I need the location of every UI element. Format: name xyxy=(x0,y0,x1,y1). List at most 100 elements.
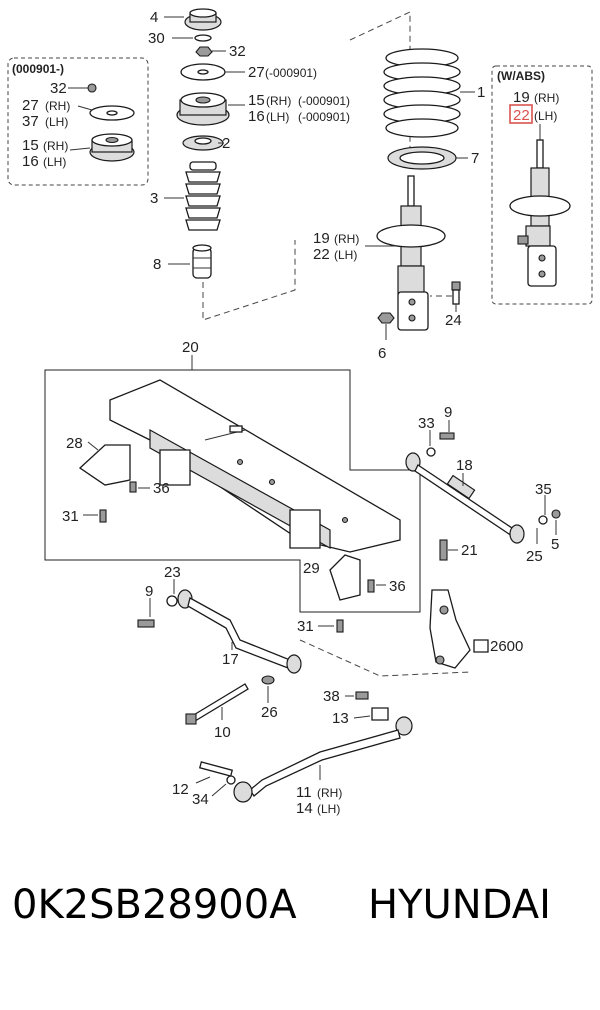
inset-right: (W/ABS) 19 (RH) 22 (LH) xyxy=(491,65,593,305)
callout-15-rh: (RH) xyxy=(43,139,68,153)
callout-25: 25 xyxy=(526,548,543,565)
crossmember-icon xyxy=(109,379,401,553)
lateral-link-icon xyxy=(405,452,525,544)
callout-19: 19 xyxy=(313,230,330,247)
nut-icon xyxy=(377,312,395,324)
highlight-box-22 xyxy=(509,104,533,124)
callout-9: 9 xyxy=(444,404,452,421)
callout-19-abs: 19 xyxy=(513,89,530,106)
callout-15-note: (-000901) xyxy=(298,94,350,108)
callout-15-rh: (RH) xyxy=(266,94,291,108)
crossmember-frame xyxy=(44,369,421,613)
bracket-icon xyxy=(329,554,361,601)
callout-18: 18 xyxy=(456,457,473,474)
callout-20: 20 xyxy=(182,339,199,356)
inset-right-frame xyxy=(491,65,593,305)
lower-arm-icon xyxy=(177,589,302,674)
callout-32: 32 xyxy=(229,43,246,60)
callout-34: 34 xyxy=(192,791,209,808)
callout-9-b: 9 xyxy=(145,583,153,600)
callout-35: 35 xyxy=(535,481,552,498)
callout-27-inset: 27 xyxy=(22,97,39,114)
callout-8: 8 xyxy=(153,256,161,273)
bolt-icon xyxy=(367,579,375,593)
callout-16-note: (-000901) xyxy=(298,110,350,124)
callout-21: 21 xyxy=(461,542,478,559)
callout-29: 29 xyxy=(303,560,320,577)
coil-spring-group: 1 7 xyxy=(383,48,485,170)
callout-13: 13 xyxy=(332,710,349,727)
trailing-arm-group: 38 13 12 34 11 (RH) 14 (LH) xyxy=(172,688,413,817)
callout-32-inset: 32 xyxy=(50,80,67,97)
callout-5: 5 xyxy=(551,536,559,553)
dust-boot-icon xyxy=(185,161,221,231)
callout-14-lh: (LH) xyxy=(317,802,340,816)
callout-14: 14 xyxy=(296,800,313,817)
abs-shock-absorber-icon xyxy=(509,139,571,287)
lower-arm-group: 23 9 17 xyxy=(137,564,302,674)
bump-stop-icon xyxy=(192,244,212,279)
callout-6: 6 xyxy=(378,345,386,362)
callout-22-abs-lh: (LH) xyxy=(534,109,557,123)
callout-36-b: 36 xyxy=(389,578,406,595)
callout-10: 10 xyxy=(214,724,231,741)
callout-7: 7 xyxy=(471,150,479,167)
callout-4: 4 xyxy=(150,9,158,26)
callout-28: 28 xyxy=(66,435,83,452)
callout-16-inset: 16 xyxy=(22,153,39,170)
callout-11-rh: (RH) xyxy=(317,786,342,800)
upper-mount-stack: 4 30 32 27 (-000901) 15 (RH) (-000901) 1… xyxy=(148,8,411,321)
inset-left: (000901-) 32 27 (RH) 37 (LH) 15 (RH) 16 … xyxy=(7,57,149,186)
callout-31: 31 xyxy=(62,508,79,525)
washer-icon xyxy=(538,515,548,525)
bracket-icon xyxy=(78,444,131,486)
callout-16-lh: (LH) xyxy=(266,110,289,124)
callout-24: 24 xyxy=(445,312,462,329)
callout-3: 3 xyxy=(150,190,158,207)
bolt-icon xyxy=(198,761,234,777)
callout-36: 36 xyxy=(153,480,170,497)
hub-stub-icon xyxy=(473,639,489,653)
callout-30: 30 xyxy=(148,30,165,47)
callout-38: 38 xyxy=(323,688,340,705)
brand-caption: HYUNDAI xyxy=(368,882,551,928)
callout-22-lh: (LH) xyxy=(334,248,357,262)
callout-17: 17 xyxy=(222,651,239,668)
caption: 0K2SB28900A HYUNDAI xyxy=(0,872,600,952)
nut-icon xyxy=(261,675,275,685)
callout-2: 2 xyxy=(222,135,230,152)
bolt-icon xyxy=(439,432,455,440)
coil-spring-icon xyxy=(383,48,461,138)
long-bolt-icon xyxy=(191,683,249,722)
strut-assembly: 19 (RH) 22 (LH) 24 6 xyxy=(313,175,462,362)
exploded-parts-diagram: (000901-) 32 27 (RH) 37 (LH) 15 (RH) 16 … xyxy=(7,8,593,817)
callout-19-abs-rh: (RH) xyxy=(534,91,559,105)
washer-icon xyxy=(194,34,212,42)
callout-27-rh: (RH) xyxy=(45,99,70,113)
bolt-icon xyxy=(137,619,155,628)
shock-absorber-icon xyxy=(376,175,446,331)
callout-12: 12 xyxy=(172,781,189,798)
bolt-icon xyxy=(430,281,461,305)
bolt-icon xyxy=(439,539,448,561)
callout-2600: 2600 xyxy=(490,638,523,655)
bolt-icon xyxy=(129,481,137,493)
washer-icon xyxy=(166,595,178,607)
washer-icon xyxy=(426,447,436,457)
knuckle-icon xyxy=(429,589,471,669)
callout-26: 26 xyxy=(261,704,278,721)
trailing-arm-icon xyxy=(233,716,413,803)
knuckle-group: 2600 xyxy=(299,589,523,677)
callout-27: 27 xyxy=(248,64,265,81)
callout-37-lh: (LH) xyxy=(45,115,68,129)
part-number-caption: 0K2SB28900A xyxy=(12,882,297,928)
crossmember-group: 20 28 36 31 29 36 31 xyxy=(44,339,421,635)
callout-16-lh: (LH) xyxy=(43,155,66,169)
callout-31-b: 31 xyxy=(297,618,314,635)
bolt-icon xyxy=(355,691,369,700)
long-bolt-group: 10 26 xyxy=(185,675,278,741)
callout-16: 16 xyxy=(248,108,265,125)
nut-icon xyxy=(87,83,97,93)
callout-22-abs-highlighted: 22 xyxy=(513,107,530,124)
callout-1: 1 xyxy=(477,84,485,101)
